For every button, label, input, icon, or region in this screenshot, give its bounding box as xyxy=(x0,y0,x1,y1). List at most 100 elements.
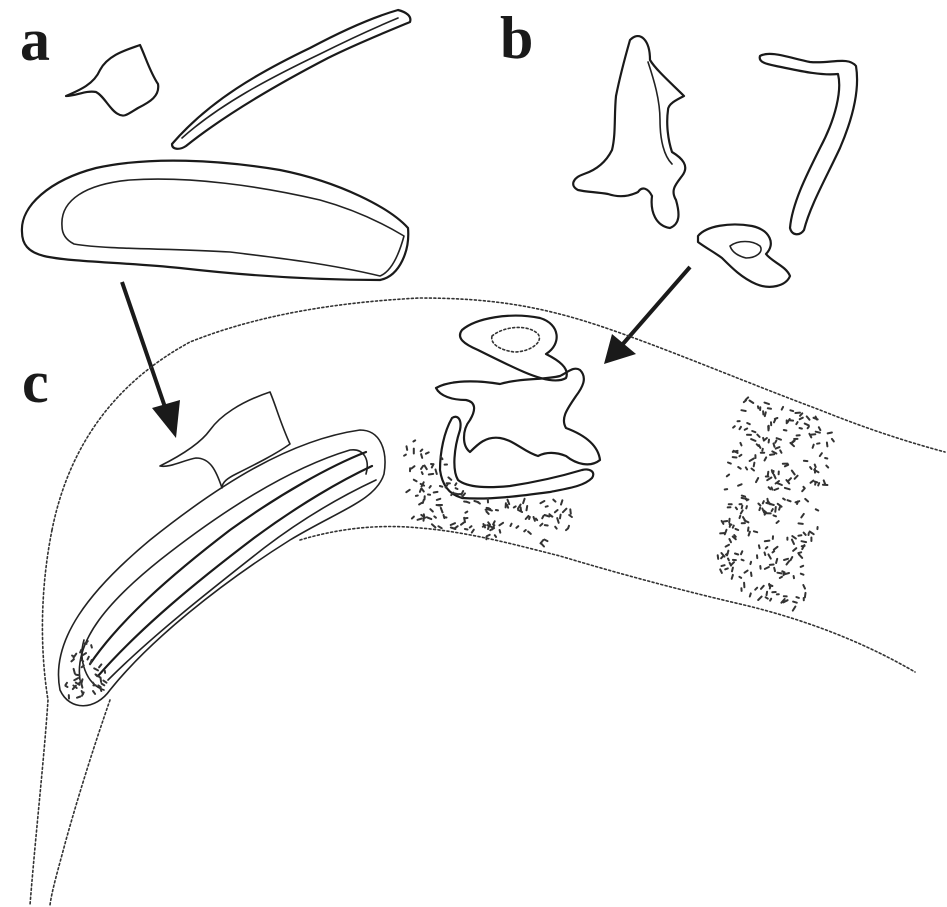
stipple-mark xyxy=(774,489,778,491)
stipple-mark xyxy=(810,532,814,535)
panel-label-b: b xyxy=(500,5,533,71)
stipple-mark xyxy=(762,509,764,513)
stipple-mark xyxy=(734,535,736,537)
stipple-mark xyxy=(765,412,766,416)
stipple-mark xyxy=(774,568,775,571)
stipple-mark xyxy=(800,428,802,429)
stipple-mark xyxy=(758,504,760,506)
stipple-mark xyxy=(801,566,804,567)
stipple-mark xyxy=(742,496,745,497)
stipple-mark xyxy=(804,533,806,535)
stipple-mark xyxy=(797,501,798,504)
stipple-mark xyxy=(77,697,80,698)
stipple-mark xyxy=(425,466,427,470)
stipple-mark xyxy=(733,426,735,427)
stipple-mark xyxy=(454,493,459,494)
stipple-mark xyxy=(762,449,763,451)
stipple-mark xyxy=(765,457,767,460)
stipple-mark xyxy=(779,507,780,510)
stipple-mark xyxy=(746,467,747,469)
stipple-mark xyxy=(820,453,822,456)
stipple-mark xyxy=(800,413,802,416)
stipple-mark xyxy=(778,483,782,485)
stipple-mark xyxy=(560,515,561,519)
stipple-mark xyxy=(80,650,81,653)
stipple-mark xyxy=(421,450,423,452)
stipple-mark xyxy=(783,499,785,500)
stipple-mark xyxy=(103,681,106,683)
stipple-mark xyxy=(765,403,770,405)
stipple-mark xyxy=(758,597,761,600)
stipple-mark xyxy=(407,446,408,450)
stipple-mark xyxy=(796,597,799,598)
stipple-mark xyxy=(467,502,470,503)
stipple-mark xyxy=(759,545,760,548)
stipple-mark xyxy=(456,488,458,489)
stipple-mark xyxy=(777,573,781,574)
stipple-mark xyxy=(766,597,768,598)
stipple-mark xyxy=(101,688,102,691)
stipple-mark xyxy=(74,678,78,680)
stipple-mark xyxy=(780,450,781,452)
stipple-mark xyxy=(802,489,804,491)
stipple-mark xyxy=(784,559,788,560)
stipple-mark xyxy=(770,599,771,601)
stipple-mark xyxy=(542,516,543,518)
stipple-mark xyxy=(423,500,424,503)
stipple-mark xyxy=(483,525,485,526)
stipple-mark xyxy=(801,574,804,575)
stipple-mark xyxy=(828,433,832,434)
stipple-mark xyxy=(811,481,814,483)
stipple-mark xyxy=(803,585,805,589)
stipple-mark xyxy=(736,529,739,530)
stipple-mark xyxy=(507,505,508,508)
stipple-mark xyxy=(775,441,776,443)
stipple-mark xyxy=(782,571,784,572)
stipple-mark xyxy=(793,607,796,611)
stipple-mark xyxy=(767,592,768,596)
stipple-mark xyxy=(499,523,503,526)
stipple-mark xyxy=(785,465,788,467)
stipple-mark xyxy=(816,509,818,510)
stipple-mark xyxy=(745,571,748,573)
stipple-mark xyxy=(731,562,734,565)
stipple-mark xyxy=(801,514,804,518)
stipple-mark xyxy=(724,521,727,522)
stipple-mark xyxy=(757,435,759,437)
stipple-mark xyxy=(461,491,463,495)
stipple-mark xyxy=(805,424,809,426)
panel-a-parts xyxy=(22,10,410,280)
stipple-mark xyxy=(768,554,770,558)
stipple-mark xyxy=(759,508,760,510)
stipple-mark xyxy=(422,489,424,492)
stipple-mark xyxy=(800,418,803,420)
part-b-cup-piece xyxy=(698,224,790,286)
stipple-mark xyxy=(430,509,432,511)
stipple-mark xyxy=(438,526,441,528)
part-b-curved-rod xyxy=(760,54,857,234)
stipple-mark xyxy=(805,499,808,502)
stipple-mark xyxy=(826,466,828,468)
stipple-mark xyxy=(727,475,729,477)
stipple-mark xyxy=(802,541,807,542)
arrow-a-to-c xyxy=(122,282,180,438)
stipple-mark xyxy=(746,498,747,500)
panel-b-parts xyxy=(573,36,857,287)
stipple-mark xyxy=(792,536,796,539)
stipple-mark xyxy=(490,528,494,530)
panel-c-schematic xyxy=(30,298,945,905)
stipple-mark xyxy=(66,683,68,685)
stipple-mark xyxy=(93,683,94,685)
stipple-mark xyxy=(434,516,436,517)
stipple-mark xyxy=(441,457,443,459)
stipple-mark xyxy=(733,526,734,528)
part-b-cup-inner xyxy=(730,242,761,259)
stipple-mark xyxy=(524,530,526,531)
stipple-mark xyxy=(91,645,92,647)
stipple-mark xyxy=(772,509,773,511)
stipple-mark xyxy=(750,401,754,404)
stipple-mark xyxy=(434,492,438,493)
stipple-mark xyxy=(444,515,445,518)
c-right-band-stipple xyxy=(718,397,834,610)
